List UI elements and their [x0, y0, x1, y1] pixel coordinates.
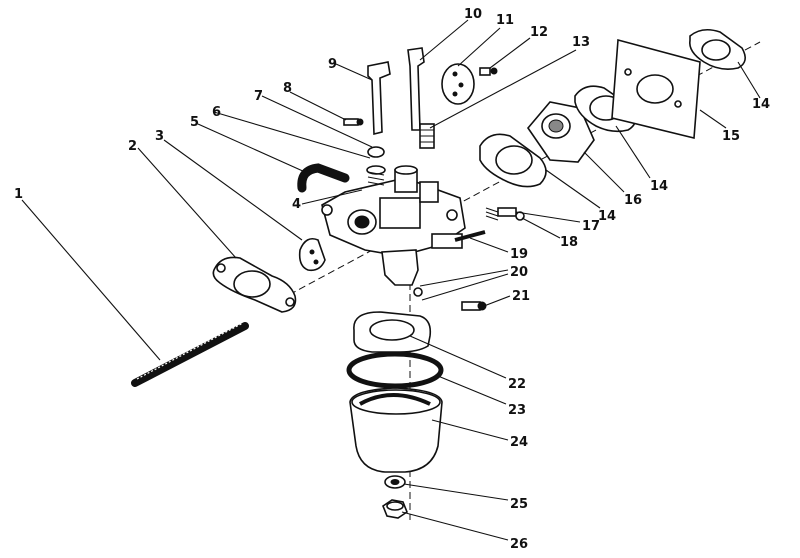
float-bowl: [349, 387, 443, 473]
callout-2: 2: [128, 139, 137, 154]
callout-8: 8: [283, 81, 292, 96]
callout-17: 17: [582, 219, 600, 234]
heat-shield-plate: [611, 38, 701, 139]
callout-22: 22: [508, 377, 526, 392]
needle-clip: [413, 287, 423, 297]
callout-20: 20: [510, 265, 528, 280]
leader-lines: [21, 19, 761, 541]
screw-choke: [479, 67, 498, 76]
carburetor-body: [321, 165, 466, 286]
callout-12: 12: [530, 25, 548, 40]
callout-14-right: 14: [752, 97, 770, 112]
callout-7: 7: [254, 89, 263, 104]
callout-15: 15: [722, 129, 740, 144]
callout-21: 21: [512, 289, 530, 304]
screw-small: [343, 118, 364, 126]
callout-16: 16: [624, 193, 642, 208]
spring: [366, 165, 386, 186]
callout-11: 11: [496, 13, 514, 28]
callout-18: 18: [560, 235, 578, 250]
choke-lever: [407, 47, 425, 131]
idle-screw: [485, 207, 525, 221]
callout-1: 1: [14, 187, 23, 202]
gasket-center: [479, 133, 547, 188]
bowl-screw: [461, 301, 487, 311]
callout-14-middle: 14: [650, 179, 668, 194]
callout-26: 26: [510, 537, 528, 552]
callout-3: 3: [155, 129, 164, 144]
callout-24: 24: [510, 435, 528, 450]
callout-labels: 1 2 3 4 5 6 7 8 9 10 11 12 13 14 14 14 1…: [14, 7, 770, 552]
spacer-block: [526, 101, 595, 163]
throttle-plate: [298, 237, 326, 272]
gasket-right: [688, 28, 746, 70]
stud: [131, 322, 249, 387]
bowl-nut: [382, 499, 408, 519]
callout-25: 25: [510, 497, 528, 512]
callout-23: 23: [508, 403, 526, 418]
float-pin: [454, 230, 486, 242]
valve: [419, 123, 435, 149]
callout-6: 6: [212, 105, 221, 120]
throttle-lever: [367, 61, 391, 136]
float: [353, 311, 432, 353]
gasket-left: [212, 256, 297, 313]
callout-13: 13: [572, 35, 590, 50]
choke-plate: [441, 63, 475, 105]
callout-10: 10: [464, 7, 482, 22]
callout-19: 19: [510, 247, 528, 262]
screw-cap: [367, 146, 385, 158]
callout-5: 5: [190, 115, 199, 130]
callout-9: 9: [328, 57, 337, 72]
fuel-hose: [297, 163, 350, 193]
callout-14-center: 14: [598, 209, 616, 224]
bowl-gasket: [346, 351, 444, 389]
callout-4: 4: [292, 197, 301, 212]
